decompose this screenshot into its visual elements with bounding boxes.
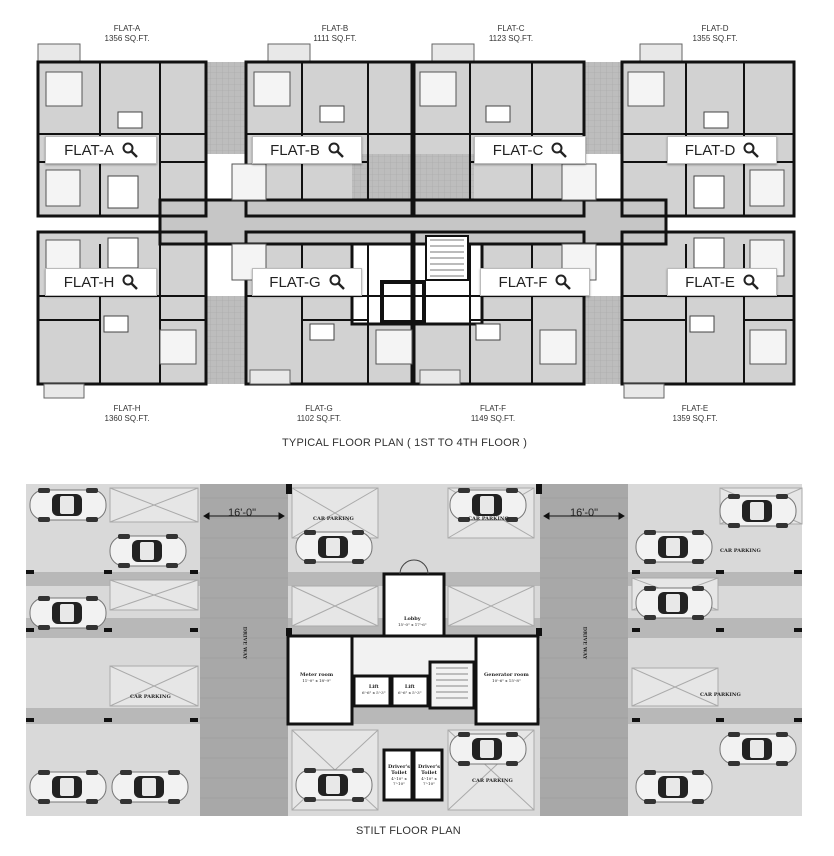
driveway-dimension-left: 16'-0" [228, 507, 257, 519]
flat-h-label: FLAT-H [63, 273, 115, 291]
stilt-floor-plan-drawing [26, 484, 803, 816]
flat-a-button[interactable]: FLAT-A [45, 136, 157, 164]
flat-g-label: FLAT-G [269, 273, 321, 291]
car-parking-label: CAR PARKING [313, 516, 354, 522]
flat-c-button[interactable]: FLAT-C [474, 136, 586, 164]
flat-e-label: FLAT-E [685, 273, 735, 291]
magnifier-icon [328, 142, 344, 158]
car-parking-label: CAR PARKING [700, 692, 741, 698]
stilt-plan-title: STILT FLOOR PLAN [356, 825, 461, 837]
magnifier-icon [555, 274, 572, 290]
magnifier-icon [743, 274, 759, 290]
car-parking-label: CAR PARKING [468, 516, 509, 522]
driveway-label-right: DRIVE WAY [581, 626, 588, 660]
flat-a-label: FLAT-A [64, 141, 114, 159]
flat-f-label: FLAT-F [498, 273, 548, 291]
typical-floor-plan-drawing [36, 43, 796, 399]
flat-d-button[interactable]: FLAT-D [667, 136, 777, 164]
flat-g-button[interactable]: FLAT-G [252, 268, 362, 296]
flat-b-label: FLAT-B [270, 141, 320, 159]
flat-e-button[interactable]: FLAT-E [667, 268, 777, 296]
magnifier-icon [743, 142, 760, 158]
flat-d-label: FLAT-D [684, 141, 736, 159]
driveway-label-left: DRIVE WAY [241, 626, 248, 660]
magnifier-icon [551, 142, 568, 158]
driveway-dimension-right: 16'-0" [570, 507, 599, 519]
magnifier-icon [122, 142, 138, 158]
flat-h-button[interactable]: FLAT-H [45, 268, 157, 296]
magnifier-icon [329, 274, 345, 290]
car-parking-label: CAR PARKING [472, 778, 513, 784]
flat-b-button[interactable]: FLAT-B [252, 136, 362, 164]
typical-plan-title: TYPICAL FLOOR PLAN ( 1ST TO 4TH FLOOR ) [282, 437, 528, 449]
car-parking-label: CAR PARKING [130, 694, 171, 700]
magnifier-icon [122, 274, 139, 290]
car-parking-label: CAR PARKING [720, 548, 761, 554]
flat-c-label: FLAT-C [492, 141, 544, 159]
flat-f-button[interactable]: FLAT-F [480, 268, 590, 296]
